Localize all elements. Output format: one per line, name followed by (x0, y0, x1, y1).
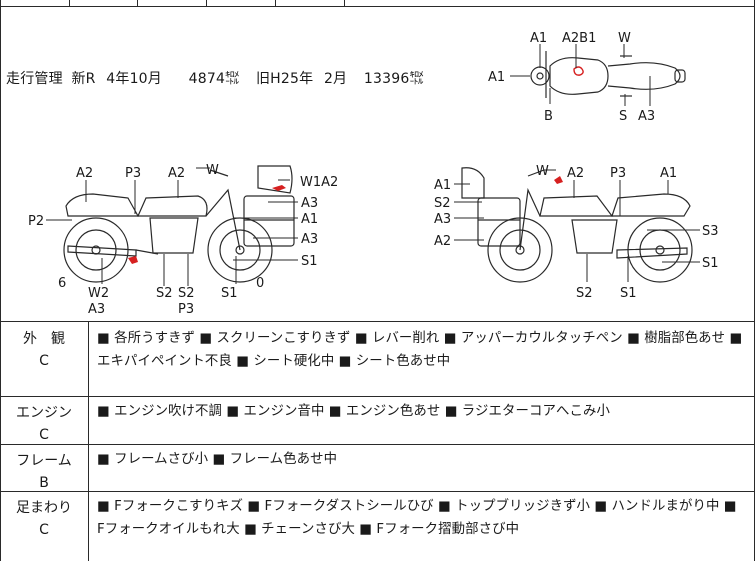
top-label: A1 (530, 31, 547, 46)
section-divider (0, 491, 755, 492)
section-engine-text: ■ エンジン吹け不調 ■ エンジン音中 ■ エンジン色あせ ■ ラジエターコアへ… (97, 404, 610, 419)
left-label: 6 (58, 276, 66, 291)
divider-stub (344, 0, 345, 6)
left-label: A1 (301, 212, 318, 227)
divider-stub (137, 0, 138, 6)
right-label: A1 (660, 166, 677, 181)
section-divider (0, 396, 755, 397)
mileage-new-label: 新R (71, 71, 96, 87)
damage-mark (573, 66, 584, 76)
damage-mark (272, 185, 286, 191)
divider-stub (206, 0, 207, 6)
top-label: W (618, 31, 631, 46)
right-label: A3 (434, 212, 451, 227)
right-label: S1 (702, 256, 719, 271)
mileage-old-month: 2月 (323, 71, 348, 87)
divider-stub (69, 0, 70, 6)
damage-mark (554, 176, 563, 184)
section-frame-text: ■ フレームさび小 ■ フレーム色あせ中 (97, 452, 338, 467)
top-label: B (544, 109, 553, 124)
border-left (0, 0, 1, 561)
left-label: P3 (178, 302, 194, 317)
right-label: P3 (610, 166, 626, 181)
section-divider (0, 321, 755, 322)
motorcycle-right-side-diagram: W A2 P3 A1 A1 S2 A3 A2 S3 S1 S2 S1 (434, 164, 719, 301)
mileage-old-km: 13396㌖ (363, 71, 424, 87)
right-label: S1 (620, 286, 637, 301)
mileage-old-label: 旧H25年 (255, 71, 314, 87)
section-grade: C (39, 353, 49, 369)
left-label: W (206, 163, 219, 178)
right-label: A2 (567, 166, 584, 181)
motorcycle-top-view-diagram: A1 A2B1 W A1 B S A3 (488, 31, 686, 124)
mileage-new-km: 4874㌖ (188, 71, 240, 87)
right-label: S2 (434, 196, 451, 211)
section-grade: C (39, 427, 49, 443)
left-label: A3 (88, 302, 105, 317)
left-label: 0 (256, 276, 264, 291)
section-title: エンジン (16, 405, 72, 421)
left-label: S1 (301, 254, 318, 269)
right-label: S3 (702, 224, 719, 239)
left-label: A2 (168, 166, 185, 181)
section-divider (0, 444, 755, 445)
right-label: A2 (434, 234, 451, 249)
section-frame-label: フレーム B (0, 450, 88, 491)
left-label: W1A2 (300, 175, 338, 190)
left-label: S2 (178, 286, 195, 301)
section-exterior-text: ■ 各所うすきず ■ スクリーンこすりきず ■ レバー削れ ■ アッパーカウルタ… (97, 331, 743, 369)
left-label: S2 (156, 286, 173, 301)
left-label: A2 (76, 166, 93, 181)
left-label: W2 (88, 286, 109, 301)
section-grade: B (39, 475, 49, 491)
top-label: A2B1 (562, 31, 596, 46)
section-exterior-label: 外 観 C (0, 328, 88, 369)
left-label: P2 (28, 214, 44, 229)
section-title: 外 観 (23, 331, 65, 347)
top-label: A1 (488, 70, 505, 85)
section-suspension-label: 足まわり C (0, 497, 88, 538)
top-label: A3 (638, 109, 655, 124)
right-label: S2 (576, 286, 593, 301)
section-engine-label: エンジン C (0, 402, 88, 443)
damage-mark (128, 256, 138, 264)
label-column-divider (88, 321, 89, 561)
left-label: A3 (301, 232, 318, 247)
mileage-new-date: 4年10月 (106, 71, 162, 87)
top-label: S (619, 109, 627, 124)
motorcycle-left-side-diagram: A2 P3 A2 W W1A2 A3 A1 A3 P2 S1 6 W2 A3 S… (28, 163, 338, 317)
section-grade: C (39, 522, 49, 538)
right-label: A1 (434, 178, 451, 193)
right-label: W (536, 164, 549, 179)
left-label: S1 (221, 286, 238, 301)
divider-top (0, 6, 755, 7)
section-title: フレーム (16, 453, 72, 469)
mileage-title: 走行管理 (6, 71, 63, 87)
section-suspension-text: ■ Fフォークこすりキズ ■ Fフォークダストシールひび ■ トップブリッジきず… (97, 499, 737, 537)
divider-stub (275, 0, 276, 6)
mileage-record: 走行管理 新R 4年10月 4874㌖ 旧H25年 2月 13396㌖ (6, 68, 424, 88)
section-title: 足まわり (16, 500, 72, 516)
left-label: A3 (301, 196, 318, 211)
left-label: P3 (125, 166, 141, 181)
